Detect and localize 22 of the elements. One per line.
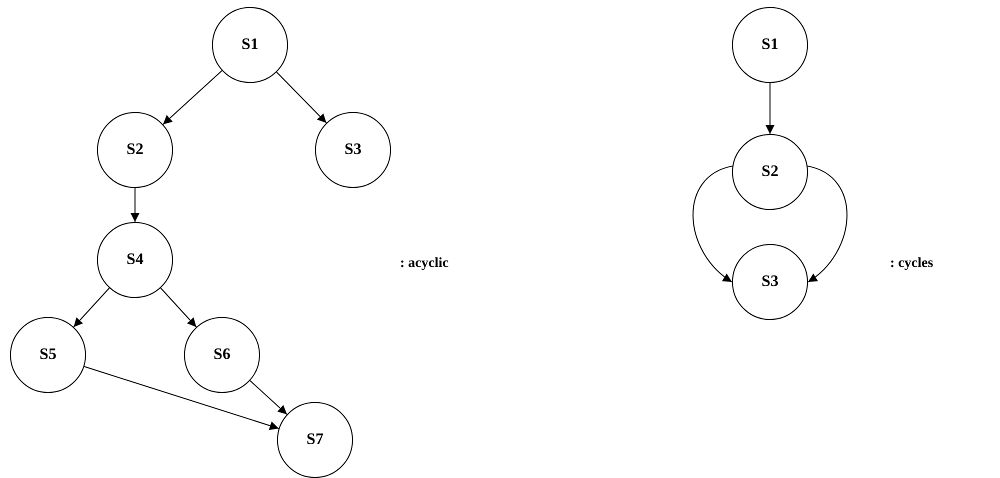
arrow: [130, 188, 140, 222]
state-label: S1: [242, 36, 258, 54]
arrow: [807, 166, 848, 282]
state-label: S3: [762, 273, 778, 291]
arrow: [276, 72, 327, 124]
state-label: S3: [344, 141, 362, 159]
state-label: S1: [762, 36, 778, 54]
state-label: S5: [40, 346, 56, 364]
arrow: [160, 288, 197, 328]
arrow: [766, 82, 774, 134]
graph-type-label: : acyclic: [400, 256, 449, 272]
state-label: S7: [306, 431, 324, 449]
state-label: S4: [126, 251, 144, 269]
arrow: [250, 380, 288, 415]
state-label: S2: [126, 141, 144, 159]
state-label: S2: [762, 163, 778, 181]
arrow: [162, 70, 222, 125]
arrow: [84, 366, 280, 430]
graph-type-label: : cycles: [890, 256, 934, 272]
state-label: S6: [214, 346, 230, 364]
arrow: [73, 288, 110, 328]
arrow: [692, 166, 733, 282]
